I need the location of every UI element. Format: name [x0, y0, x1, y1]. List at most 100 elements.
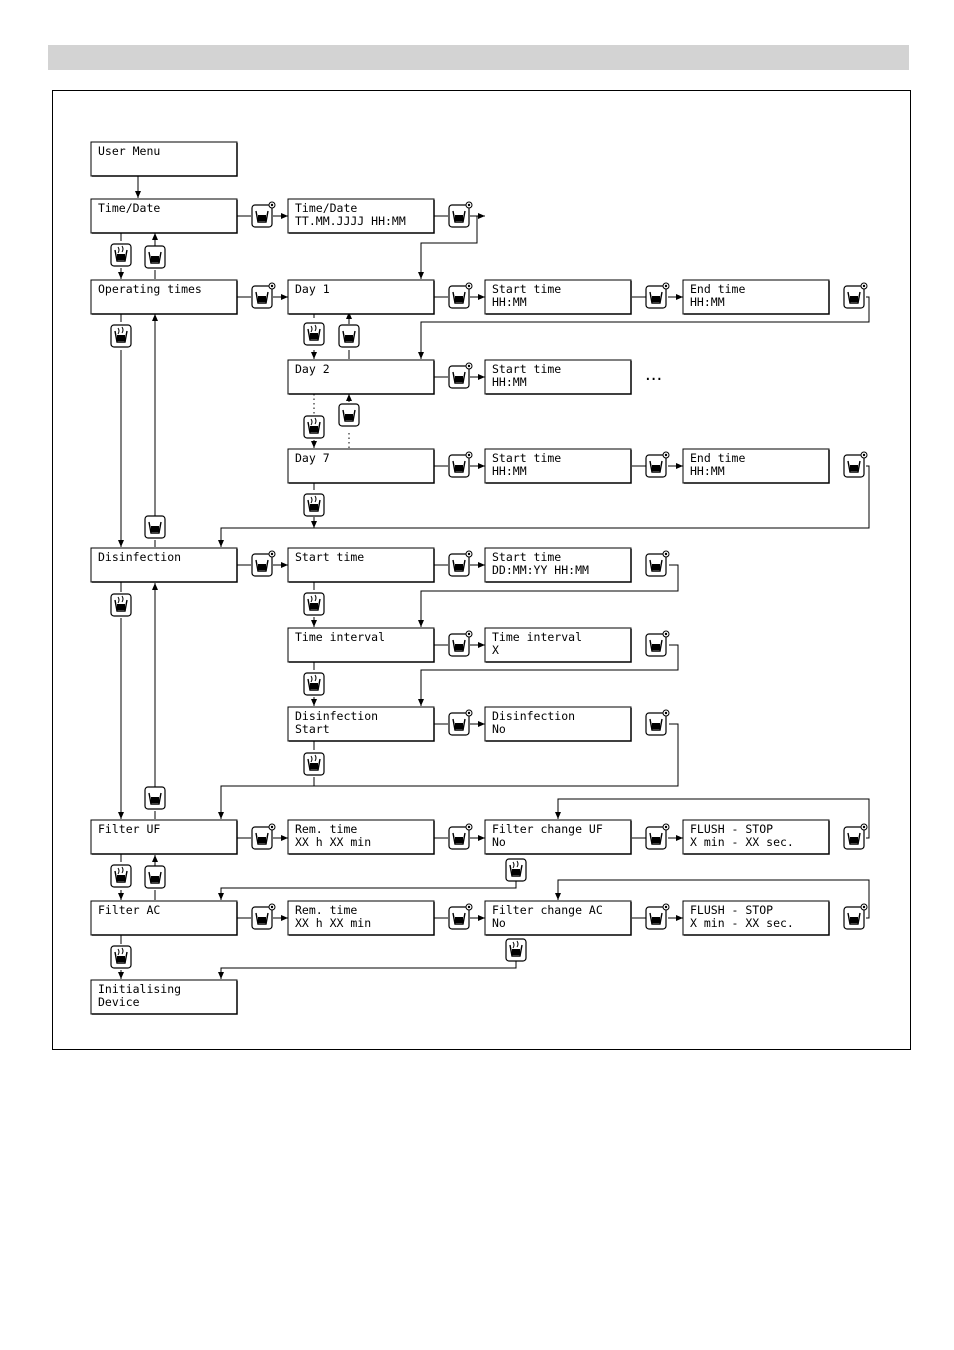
box-ac-rem-line-1: Rem. time	[295, 903, 357, 917]
box-day2: Day 2	[287, 359, 435, 395]
set-button-icon-19	[448, 823, 473, 850]
box-dis-interval-set-line-1: Time interval	[492, 630, 582, 644]
up-button-icon-2	[144, 515, 166, 539]
box-dis-interval-set: Time interval X	[484, 627, 632, 663]
set-button-icon-18	[251, 823, 276, 850]
set-button-icon-10	[843, 451, 868, 478]
box-dis-start-line-2: Start	[295, 722, 330, 736]
header-bar	[48, 45, 909, 70]
box-uf-rem-line-1: Rem. time	[295, 822, 357, 836]
set-button-icon-22	[251, 903, 276, 930]
box-dis-start-time: Start time	[287, 547, 435, 583]
box-time-date-set-line-2: TT.MM.JJJJ HH:MM	[295, 214, 406, 228]
down-button-icon-10	[303, 672, 325, 696]
set-button-icon-23	[448, 903, 473, 930]
up-button-icon-6	[338, 403, 360, 427]
connector	[418, 644, 679, 706]
connector	[418, 296, 870, 359]
box-ac-flush: FLUSH - STOP X min - XX sec.	[682, 900, 830, 936]
box-filter-uf-line-1: Filter UF	[98, 822, 160, 836]
box-time-date-set-line-1: Time/Date	[295, 201, 357, 215]
up-button-icon-1	[144, 245, 166, 269]
box-filter-ac-line-1: Filter AC	[98, 903, 160, 917]
box-uf-flush-line-2: X min - XX sec.	[690, 835, 794, 849]
down-button-icon-7	[303, 415, 325, 439]
box-day1-start-line-2: HH:MM	[492, 295, 527, 309]
box-ac-flush-line-1: FLUSH - STOP	[690, 903, 773, 917]
box-day1-end-line-2: HH:MM	[690, 295, 725, 309]
box-disinfection-line-1: Disinfection	[98, 550, 181, 564]
connector-lines	[118, 176, 870, 979]
box-day7-start-line-2: HH:MM	[492, 464, 527, 478]
set-button-icon-1	[251, 201, 276, 228]
box-day1-start-line-1: Start time	[492, 282, 561, 296]
box-uf-flush-line-1: FLUSH - STOP	[690, 822, 773, 836]
box-initialising-line-2: Device	[98, 995, 140, 1009]
set-button-icon-20	[645, 823, 670, 850]
box-dis-start-set-line-2: No	[492, 722, 506, 736]
set-button-icon-13	[645, 550, 670, 577]
set-button-icon-14	[448, 630, 473, 657]
connector	[555, 798, 870, 839]
box-filter-uf: Filter UF	[90, 819, 238, 855]
down-button-icon-11	[303, 752, 325, 776]
set-button-icon-25	[843, 903, 868, 930]
down-button-icon-12	[505, 858, 527, 882]
up-button-icon-3	[144, 786, 166, 810]
box-day7-start-line-1: Start time	[492, 451, 561, 465]
connector	[218, 723, 679, 819]
down-button-icon-4	[110, 864, 132, 888]
box-uf-rem-line-2: XX h XX min	[295, 835, 371, 849]
set-button-icon-15	[645, 630, 670, 657]
box-day1-end-line-1: End time	[690, 282, 745, 296]
box-day1: Day 1	[287, 279, 435, 315]
box-dis-start-set-line-1: Disinfection	[492, 709, 575, 723]
up-button-icon-4	[144, 865, 166, 889]
down-button-icon-3	[110, 593, 132, 617]
set-button-icon-11	[251, 550, 276, 577]
set-button-icon-6	[843, 282, 868, 309]
box-day2-line-1: Day 2	[295, 362, 330, 376]
connector	[418, 215, 478, 279]
down-button-icon-6	[303, 322, 325, 346]
box-filter-ac: Filter AC	[90, 900, 238, 936]
down-button-icon-9	[303, 592, 325, 616]
box-day7-end-line-2: HH:MM	[690, 464, 725, 478]
box-dis-interval-line-1: Time interval	[295, 630, 385, 644]
box-day7-end-line-1: End time	[690, 451, 745, 465]
set-button-icon-17	[645, 709, 670, 736]
box-dis-start-time-line-1: Start time	[295, 550, 364, 564]
box-dis-start-time-set-line-1: Start time	[492, 550, 561, 564]
box-day2-start-line-1: Start time	[492, 362, 561, 376]
box-user-menu-line-1: User Menu	[98, 144, 160, 158]
set-button-icon-24	[645, 903, 670, 930]
down-button-icon-5	[110, 945, 132, 969]
set-button-icon-7	[448, 362, 473, 389]
box-ac-change-line-1: Filter change AC	[492, 903, 603, 917]
box-time-date-line-1: Time/Date	[98, 201, 160, 215]
connector	[218, 465, 870, 547]
box-disinfection: Disinfection	[90, 547, 238, 583]
box-uf-change-line-2: No	[492, 835, 506, 849]
down-button-icon-8	[303, 493, 325, 517]
set-button-icon-12	[448, 550, 473, 577]
box-day7: Day 7	[287, 448, 435, 484]
down-button-icon-13	[505, 938, 527, 962]
connector	[555, 879, 870, 919]
set-button-icon-21	[843, 823, 868, 850]
set-button-icon-5	[645, 282, 670, 309]
set-button-icon-4	[448, 282, 473, 309]
